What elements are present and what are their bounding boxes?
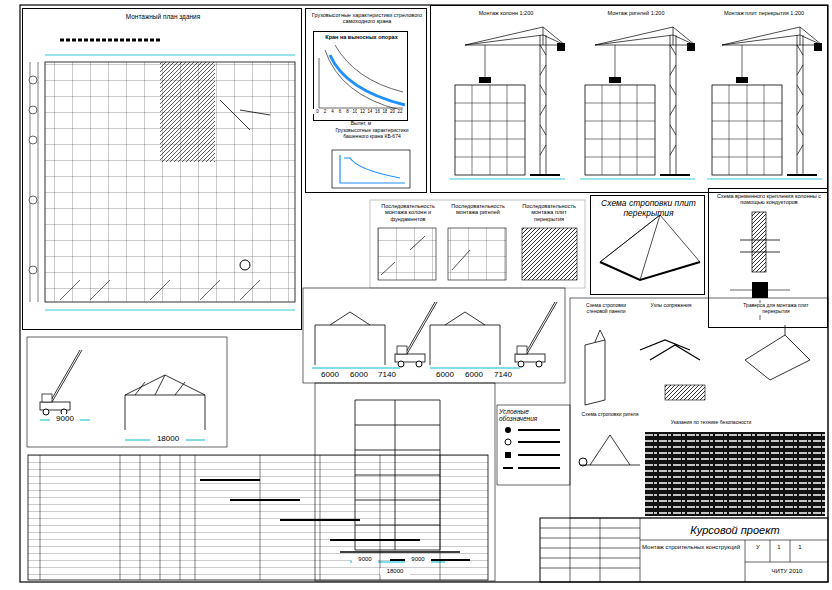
panel-box: Последовательность монтажа колонн и фунд… [370,200,585,288]
drawing-label: Узлы сопряжения [640,303,702,309]
panel-caption: Кран на выносных опорах [316,34,407,40]
panel-caption: ЧИТУ 2010 [748,568,826,575]
panel-caption: Последовательность монтажа колонн и фунд… [374,203,442,222]
drawing-label: Схема строповки стеновой панели [574,303,638,315]
drawing-label: Вылет, м [340,121,382,127]
panel-caption: Последовательность монтажа ригелей [446,203,510,216]
panel-caption: 1 [790,544,810,551]
panel-caption: У [748,544,768,551]
panel-caption: Курсовой проект [645,524,825,537]
drawing-label: 18000 [150,434,186,443]
panel-box: Монтаж колонн 1:200 Монтаж ригелей 1:200 М… [430,5,828,193]
drawing-label: 22 [395,109,406,114]
drawing-label: 9000 [352,556,378,563]
panel-box: Грузовысотные характеристики стрелового … [305,8,427,193]
panel-caption: Схема строповки плит перекрытия [594,199,703,219]
panel-caption: Грузовысотные характеристики стрелового … [310,12,424,25]
panel-caption: Последовательность монтажа плит перекрыт… [516,203,582,222]
panel-caption: Схема временного крепления колонны с пом… [715,193,823,206]
drawing-label: Грузовысотные характеристики башенного к… [330,128,414,140]
panel-box: Курсовой проектМонтаж строительных конст… [540,518,828,582]
drawing-label: 9000 [50,414,80,423]
drawing-label: 18000 [380,568,410,575]
panel-caption: 1 [769,544,789,551]
panel-caption: Монтаж плит перекрытия 1:200 [709,10,819,16]
panel-box: Схема строповки плит перекрытия [590,195,705,295]
panel-caption: Условные обозначения [499,408,568,423]
drawing-label: 7140 [489,370,517,379]
drawing-label: 6000 [460,370,488,379]
drawing-label: Схема строповки ригеля [574,412,646,418]
drawing-label: 9000 [405,556,431,563]
panel-caption: Монтажный план здания [83,13,243,20]
drawing-label: Указания по технике безопасности [650,420,772,426]
panel-caption: Монтаж строительных конструкций [642,544,742,551]
panel-box: Условные обозначения [497,405,570,425]
panel-box: Монтажный план здания [22,8,302,330]
panel-caption: Монтаж ригелей 1:200 [581,10,691,16]
drawing-label: 6000 [431,370,459,379]
panel-caption: Монтаж колонн 1:200 [451,10,561,16]
drawing-label: 6000 [345,370,373,379]
drawing-label: 6000 [316,370,344,379]
drawing-label: Траверса для монтажа плит перекрытия [730,303,822,315]
drawing-label: 7140 [373,370,401,379]
panel-box: Кран на выносных опорах [313,31,408,121]
